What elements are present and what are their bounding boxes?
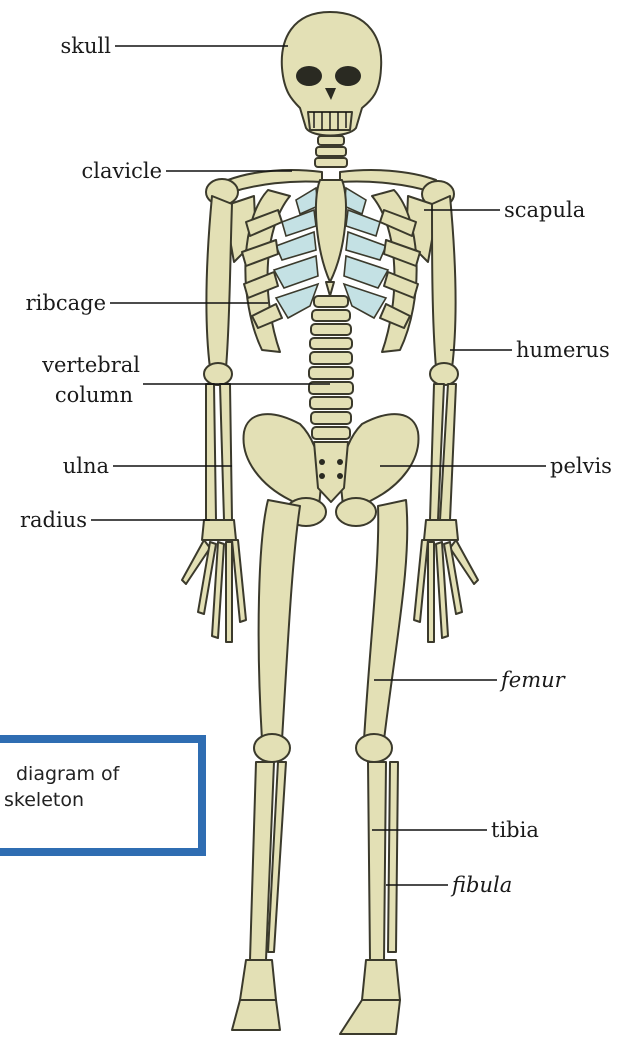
label-ulna: ulna xyxy=(63,454,109,478)
neck-vertebrae xyxy=(315,136,347,167)
label-radius: radius xyxy=(20,508,87,532)
label-skull: skull xyxy=(61,34,112,58)
label-ribcage: ribcage xyxy=(26,291,106,315)
label-clavicle: clavicle xyxy=(82,159,162,183)
skeleton-illustration xyxy=(182,12,478,1034)
caption-line1: diagram of xyxy=(16,761,119,787)
leg-bones-left xyxy=(340,500,407,1034)
label-femur: femur xyxy=(499,668,567,692)
label-pelvis: pelvis xyxy=(550,454,612,478)
label-fibula: fibula xyxy=(450,873,512,897)
label-vertebral-line2: column xyxy=(55,383,133,407)
label-humerus: humerus xyxy=(516,338,610,362)
label-scapula: scapula xyxy=(504,198,585,222)
label-vertebral-line1: vertebral xyxy=(41,353,140,377)
vertebral-column-bones xyxy=(309,296,353,439)
arm-bones-right xyxy=(182,196,246,642)
caption-line2: skeleton xyxy=(4,787,84,813)
label-tibia: tibia xyxy=(491,818,539,842)
arm-bones-left xyxy=(414,196,478,642)
skull-bone xyxy=(282,12,381,136)
